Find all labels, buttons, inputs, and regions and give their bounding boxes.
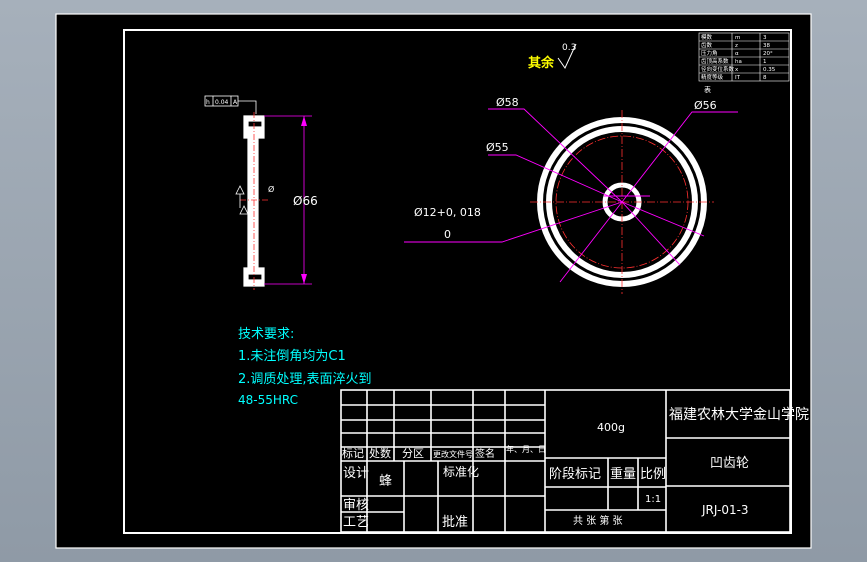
flatness-callout: 0.04 A h	[204, 95, 257, 114]
roughness-value: 0.3	[562, 43, 576, 53]
scale-value: 1:1	[645, 494, 661, 505]
design-label: 设计	[343, 466, 369, 481]
tech-notes-title: 技术要求:	[238, 327, 294, 342]
params-cell-r0-c2: 3	[763, 35, 767, 41]
dim-66: Ø66	[264, 115, 318, 285]
roughness-label: 其余	[528, 55, 555, 71]
header-label-2: 分区	[402, 447, 424, 460]
params-cell-r3-c1: ha	[735, 59, 742, 65]
params-cell-r5-c2: 8	[763, 75, 767, 81]
header-label-1: 处数	[369, 447, 391, 460]
dim-55-text: Ø55	[486, 141, 509, 154]
scale-label: 比例	[640, 467, 666, 482]
params-cell-r0-c0: 模数	[701, 33, 713, 41]
tech-notes-line2: 2.调质处理,表面淬火到	[238, 372, 372, 387]
stage-label: 阶段标记	[549, 467, 601, 482]
design-name: 蜂	[379, 474, 392, 489]
params-cell-r1-c1: z	[735, 43, 738, 49]
params-cell-r4-c0: 径向变位系数	[701, 65, 735, 73]
dim-66-text: Ø66	[293, 194, 318, 208]
params-cell-r5-c0: 精度等级	[701, 73, 724, 81]
front-view-leaders	[404, 108, 738, 283]
params-cell-r4-c1: x	[735, 67, 739, 73]
sheet-count: 共 张 第 张	[573, 514, 623, 527]
part-name: 凹齿轮	[710, 456, 749, 471]
dim-labels: Ø58 Ø56 Ø55 Ø12+0, 018 0	[414, 96, 717, 241]
check-label: 审核	[343, 498, 369, 513]
flatness-icon: h	[206, 99, 210, 106]
tech-notes-line1: 1.未注倒角均为C1	[238, 349, 346, 364]
params-cell-r2-c2: 20°	[763, 51, 773, 57]
std-label: 标准化	[443, 465, 479, 479]
canvas-background	[55, 13, 812, 549]
params-cell-r5-c1: IT	[735, 75, 741, 81]
tech-notes-line3: 48-55HRC	[238, 393, 298, 407]
datum-letter: A	[233, 99, 238, 106]
front-view	[530, 110, 714, 294]
params-cell-r2-c1: α	[735, 51, 739, 57]
header-label-3: 更改文件号	[433, 449, 473, 459]
params-cell-r0-c1: m	[735, 35, 740, 41]
header-label-5: 年、月、日	[506, 444, 546, 454]
flatness-value: 0.04	[215, 99, 229, 106]
header-label-4: 签名	[475, 447, 495, 460]
tech-notes: 技术要求: 1.未注倒角均为C1 2.调质处理,表面淬火到 48-55HRC	[238, 327, 372, 407]
params-cell-r1-c0: 齿数	[701, 41, 713, 49]
params-extra: 表	[704, 85, 711, 94]
params-cell-r3-c2: 1	[763, 59, 767, 65]
params-cell-r4-c2: 0.35	[763, 67, 776, 73]
title-block	[340, 389, 791, 533]
weight-label: 重量	[610, 466, 636, 482]
approve-label: 批准	[442, 515, 468, 530]
title-block-text: 400g 福建农林大学金山学院 凹齿轮 JRJ-01-3 阶段标记 重量 比例 …	[342, 407, 809, 530]
params-cell-r3-c0: 齿顶高系数	[701, 57, 729, 65]
gear-params-table	[698, 32, 790, 82]
school-name: 福建农林大学金山学院	[669, 407, 809, 423]
drawing-border	[123, 29, 792, 534]
dim-12-text-line1: Ø12+0, 018	[414, 206, 481, 219]
process-label: 工艺	[343, 515, 369, 530]
drawing-number: JRJ-01-3	[701, 503, 749, 517]
roughness-note: 其余 0.3	[528, 43, 577, 71]
params-cell-r1-c2: 38	[763, 43, 770, 49]
dim-56-text: Ø56	[694, 99, 717, 112]
side-view	[240, 112, 270, 290]
weight-value: 400g	[597, 421, 625, 434]
header-label-0: 标记	[342, 446, 364, 460]
params-cell-r2-c0: 压力角	[701, 49, 718, 57]
svg-text:Ø: Ø	[268, 184, 274, 194]
dim-12-text-line2: 0	[444, 228, 451, 241]
dim-58-text: Ø58	[496, 96, 519, 109]
datum-symbol: Ø	[235, 184, 274, 215]
